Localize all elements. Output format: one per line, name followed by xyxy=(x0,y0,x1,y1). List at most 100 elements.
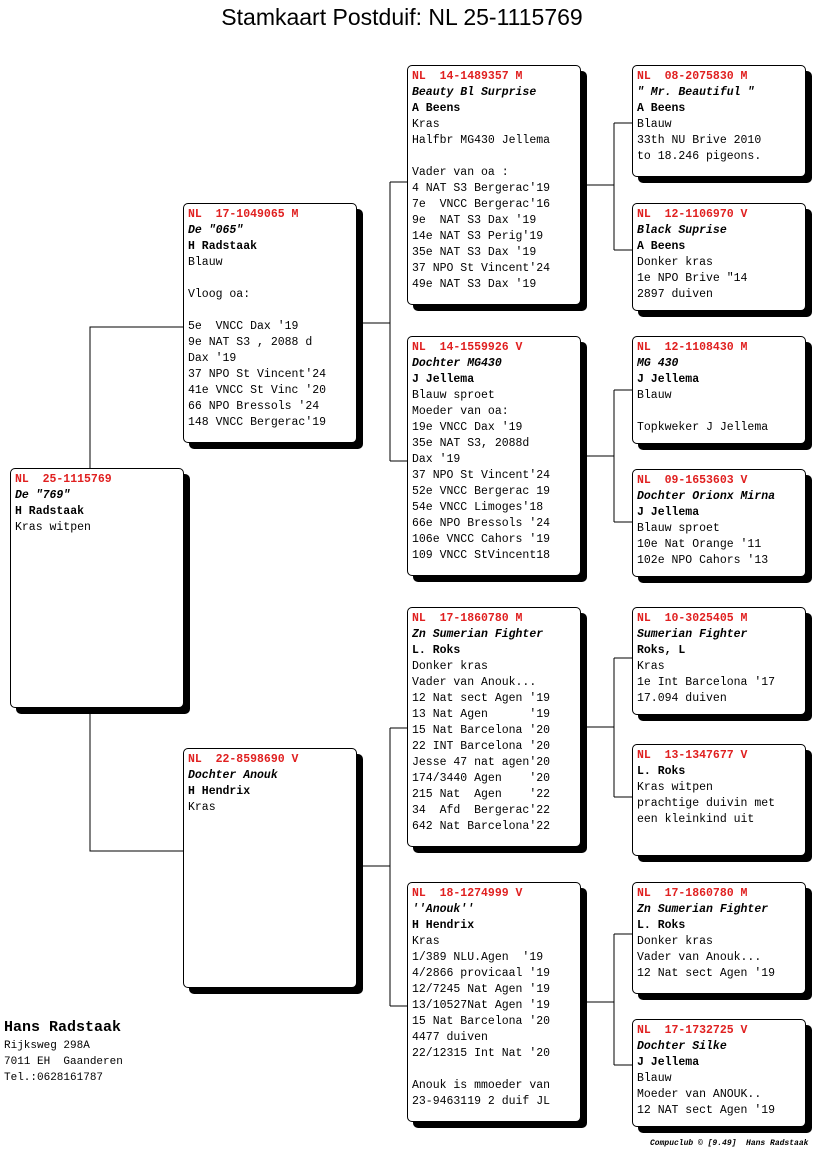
card-line: Blauw xyxy=(637,1072,672,1085)
card-line: Donker kras xyxy=(637,256,713,269)
pigeon-card-fmm[interactable]: NL 09-1653603 V Dochter Orionx Mirna J J… xyxy=(632,469,806,577)
pigeon-name: " Mr. Beautiful " xyxy=(637,86,755,99)
card-line: Kras xyxy=(188,801,216,814)
owner-name: Hans Radstaak xyxy=(4,1019,122,1036)
card-line: 22 INT Barcelona '20 xyxy=(412,740,551,753)
pigeon-name: Dochter MG430 xyxy=(412,357,502,370)
ring-number: NL 17-1860780 M xyxy=(637,887,748,900)
card-line: 41e VNCC St Vinc '20 xyxy=(188,384,327,397)
card-line: Kras xyxy=(637,660,665,673)
card-line xyxy=(188,303,352,319)
pigeon-name: De "065" xyxy=(188,224,244,237)
ring-number: NL 17-1732725 V xyxy=(637,1024,748,1037)
pigeon-card-fff[interactable]: NL 08-2075830 M " Mr. Beautiful " A Been… xyxy=(632,65,806,177)
pigeon-card-father-mother[interactable]: NL 14-1559926 V Dochter MG430 J Jellema … xyxy=(407,336,581,576)
card-line: 13/10527Nat Agen '19 xyxy=(412,999,551,1012)
pigeon-card-mfm[interactable]: NL 13-1347677 V L. Roks Kras witpen prac… xyxy=(632,744,806,856)
ring-number: NL 14-1559926 V xyxy=(412,341,523,354)
breeder-name: A Beens xyxy=(637,240,686,253)
ring-number: NL 17-1860780 M xyxy=(412,612,523,625)
card-line: 4 NAT S3 Bergerac'19 xyxy=(412,182,551,195)
card-line: 9e NAT S3 Dax '19 xyxy=(412,214,537,227)
card-line: Kras xyxy=(412,118,440,131)
card-line: Dax '19 xyxy=(188,352,237,365)
card-line: 23-9463119 2 duif JL xyxy=(412,1095,551,1108)
breeder-name: L. Roks xyxy=(637,765,686,778)
card-line: Kras witpen xyxy=(637,781,713,794)
card-line: 7e VNCC Bergerac'16 xyxy=(412,198,551,211)
card-line: 52e VNCC Bergerac 19 xyxy=(412,485,551,498)
card-line: Moeder van ANOUK.. xyxy=(637,1088,762,1101)
pigeon-card-mother[interactable]: NL 22-8598690 V Dochter Anouk H Hendrix … xyxy=(183,748,357,988)
card-line xyxy=(412,1062,576,1078)
breeder-name: H Radstaak xyxy=(188,240,258,253)
card-line: 174/3440 Agen '20 xyxy=(412,772,551,785)
pigeon-name: Sumerian Fighter xyxy=(637,628,748,641)
footer-credit: Compuclub © [9.49] Hans Radstaak xyxy=(650,1139,809,1148)
pigeon-card-father-father[interactable]: NL 14-1489357 M Beauty Bl Surprise A Bee… xyxy=(407,65,581,305)
card-line: Vader van Anouk... xyxy=(412,676,537,689)
pigeon-card-father[interactable]: NL 17-1049065 M De "065" H Radstaak Blau… xyxy=(183,203,357,443)
card-line xyxy=(188,271,352,287)
pigeon-name: Beauty Bl Surprise xyxy=(412,86,537,99)
card-line: 148 VNCC Bergerac'19 xyxy=(188,416,327,429)
card-line: 35e NAT S3 Dax '19 xyxy=(412,246,537,259)
pigeon-card-mmf[interactable]: NL 17-1860780 M Zn Sumerian Fighter L. R… xyxy=(632,882,806,994)
card-line: 1e Int Barcelona '17 xyxy=(637,676,776,689)
card-line: Vader van oa : xyxy=(412,166,509,179)
card-line: 15 Nat Barcelona '20 xyxy=(412,724,551,737)
card-line: 37 NPO St Vincent'24 xyxy=(412,469,551,482)
card-line: 49e NAT S3 Dax '19 xyxy=(412,278,537,291)
pigeon-card-mother-mother[interactable]: NL 18-1274999 V ''Anouk'' H Hendrix Kras… xyxy=(407,882,581,1122)
card-line: 4/2866 provicaal '19 xyxy=(412,967,551,980)
card-line: 17.094 duiven xyxy=(637,692,727,705)
card-line: 54e VNCC Limoges'18 xyxy=(412,501,544,514)
pigeon-card-ffm[interactable]: NL 12-1106970 V Black Suprise A Beens Do… xyxy=(632,203,806,311)
card-line: Dax '19 xyxy=(412,453,461,466)
card-line: Kras witpen xyxy=(15,521,91,534)
pigeon-card-mmm[interactable]: NL 17-1732725 V Dochter Silke J Jellema … xyxy=(632,1019,806,1127)
ring-number: NL 22-8598690 V xyxy=(188,753,299,766)
card-line: 35e NAT S3, 2088d xyxy=(412,437,530,450)
card-line: 9e NAT S3 , 2088 d xyxy=(188,336,313,349)
pigeon-card-fmf[interactable]: NL 12-1108430 M MG 430 J Jellema Blauw T… xyxy=(632,336,806,444)
breeder-name: H Hendrix xyxy=(412,919,475,932)
pigeon-card-mff[interactable]: NL 10-3025405 M Sumerian Fighter Roks, L… xyxy=(632,607,806,715)
card-line: 13 Nat Agen '19 xyxy=(412,708,551,721)
card-line: 19e VNCC Dax '19 xyxy=(412,421,523,434)
card-line: 12 Nat sect Agen '19 xyxy=(412,692,551,705)
card-line: Halfbr MG430 Jellema xyxy=(412,134,551,147)
pigeon-card-mother-father[interactable]: NL 17-1860780 M Zn Sumerian Fighter L. R… xyxy=(407,607,581,847)
breeder-name: J Jellema xyxy=(637,506,700,519)
card-line: Anouk is mmoeder van xyxy=(412,1079,551,1092)
pigeon-name: Zn Sumerian Fighter xyxy=(637,903,769,916)
card-line: 15 Nat Barcelona '20 xyxy=(412,1015,551,1028)
owner-city: 7011 EH Gaanderen xyxy=(4,1056,123,1068)
card-line: 66e NPO Bressols '24 xyxy=(412,517,551,530)
card-line: Blauw xyxy=(637,118,672,131)
ring-number: NL 12-1108430 M xyxy=(637,341,748,354)
card-line: Blauw xyxy=(637,389,672,402)
card-line: Vader van Anouk... xyxy=(637,951,762,964)
breeder-name: Roks, L xyxy=(637,644,686,657)
card-line: to 18.246 pigeons. xyxy=(637,150,762,163)
ring-number: NL 14-1489357 M xyxy=(412,70,523,83)
card-line: 109 VNCC StVincent18 xyxy=(412,549,551,562)
card-line: 1/389 NLU.Agen '19 xyxy=(412,951,544,964)
breeder-name: L. Roks xyxy=(637,919,686,932)
breeder-name: A Beens xyxy=(637,102,686,115)
card-line: 4477 duiven xyxy=(412,1031,488,1044)
pigeon-card-subject[interactable]: NL 25-1115769 De "769" H Radstaak Kras w… xyxy=(10,468,184,708)
breeder-name: H Hendrix xyxy=(188,785,251,798)
card-line: Topkweker J Jellema xyxy=(637,421,769,434)
card-line: 5e VNCC Dax '19 xyxy=(188,320,299,333)
pigeon-name: Dochter Silke xyxy=(637,1040,727,1053)
card-line: 642 Nat Barcelona'22 xyxy=(412,820,551,833)
breeder-name: H Radstaak xyxy=(15,505,85,518)
pigeon-name: MG 430 xyxy=(637,357,679,370)
card-line: Jesse 47 nat agen'20 xyxy=(412,756,551,769)
ring-number: NL 12-1106970 V xyxy=(637,208,748,221)
card-line: 12 Nat sect Agen '19 xyxy=(637,967,776,980)
card-line: Blauw xyxy=(188,256,223,269)
